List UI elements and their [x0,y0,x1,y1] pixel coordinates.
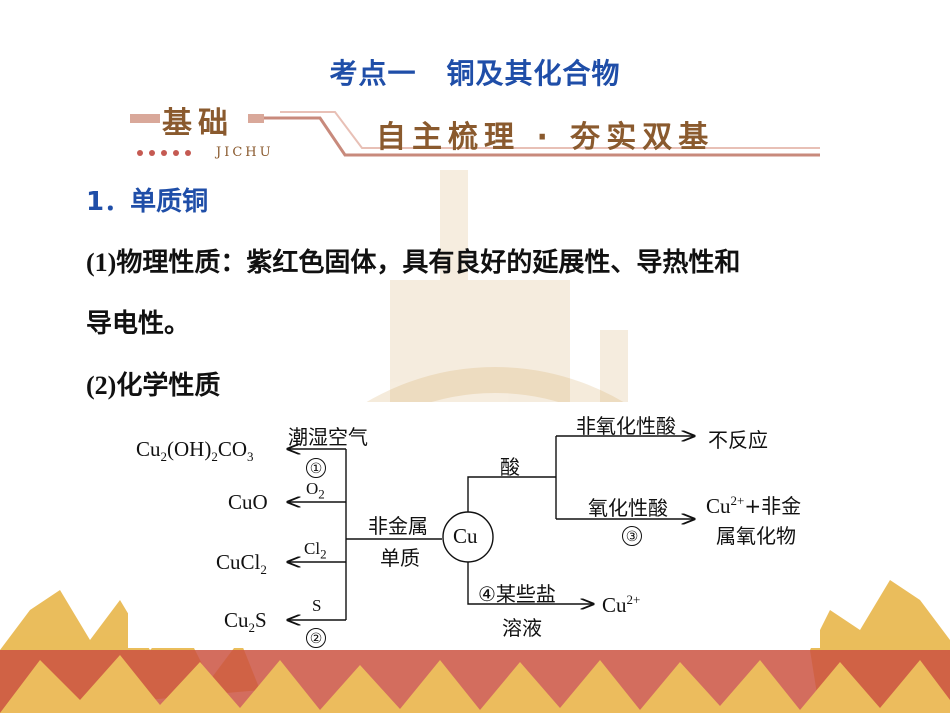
title-part-1: 考点一 [329,57,417,90]
paragraph-1-text: 物理性质：紫红色固体，具有良好的延展性、导热性和 [116,248,741,278]
banner-right: 自主梳理 · 夯实双基 [376,120,715,155]
section-heading: 1．单质铜 [86,187,209,217]
banner-left-main: 基础 [162,106,234,141]
reagent-cl2: Cl2 [304,539,327,562]
center-copper: Cu [453,524,478,548]
reagent-oxidizing-acid: 氧化性酸 [588,496,668,520]
diagram-lines [128,402,820,648]
banner-left-sub: JICHU [216,145,274,160]
section-banner [130,111,820,157]
page-title: 考点一铜及其化合物 [0,52,950,92]
title-part-2: 铜及其化合物 [446,57,621,90]
mark-2: ② [306,624,326,649]
label-elemental: 单质 [380,546,420,570]
mark-3: ③ [622,522,642,547]
reagent-nonoxidizing-acid: 非氧化性酸 [576,414,676,438]
product-cuo: CuO [228,490,268,514]
product-cu2plus-line-2: 属氧化物 [716,524,796,548]
product-cu2plus-line-1: Cu2++非金 [706,493,802,518]
paragraph-1-number: (1) [86,248,117,277]
paragraph-1-line-2: 导电性。 [86,309,191,339]
product-cucl2: CuCl2 [216,550,267,578]
paragraph-2-number: (2) [86,371,117,400]
product-no-reaction: 不反应 [708,428,768,452]
paragraph-2-text: 化学性质 [116,371,221,401]
product-basic-copper-carbonate: Cu2(OH)2CO3 [136,437,254,465]
reagent-solution: 溶液 [502,616,542,640]
mark-1: ① [306,454,326,479]
copper-reaction-diagram: Cu2(OH)2CO3 潮湿空气 ① CuO O2 CuCl2 Cl2 Cu2S… [128,402,820,649]
paragraph-1-line-1: (1)物理性质：紫红色固体，具有良好的延展性、导热性和 [86,242,740,279]
product-cu2s: Cu2S [224,608,267,636]
product-cu2plus: Cu2+ [602,592,641,617]
label-acid: 酸 [500,455,520,479]
paragraph-2: (2)化学性质 [86,365,220,402]
label-nonmetal: 非金属 [368,514,428,538]
reagent-moist-air: 潮湿空气 [288,425,368,449]
reagent-some-salts: ④某些盐 [478,582,556,606]
reagent-o2: O2 [306,479,325,502]
reagent-s: S [312,596,322,615]
